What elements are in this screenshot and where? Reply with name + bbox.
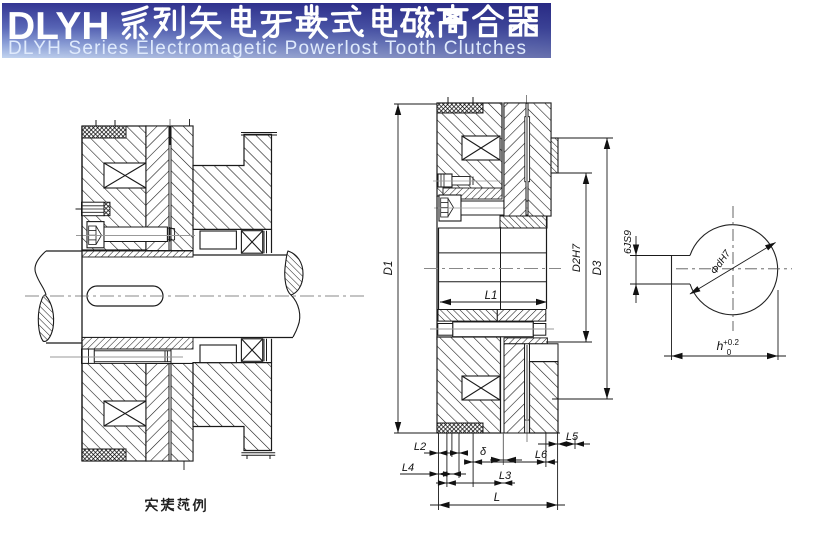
svg-text:6JS9: 6JS9: [622, 230, 634, 254]
svg-text:L5: L5: [566, 431, 579, 443]
svg-text:L2: L2: [414, 441, 426, 453]
svg-text:DLYH: DLYH: [7, 5, 110, 48]
svg-text:L3: L3: [499, 470, 512, 482]
svg-text:L4: L4: [402, 462, 414, 474]
svg-text:D2H7: D2H7: [571, 243, 583, 272]
svg-text:DLYH Series Electromagetic Pow: DLYH Series Electromagetic Powerlost Too…: [8, 38, 526, 59]
svg-text:D3: D3: [592, 260, 604, 275]
svg-text:0: 0: [727, 348, 732, 357]
svg-text:L6: L6: [535, 449, 548, 461]
svg-text:L1: L1: [485, 290, 498, 302]
svg-text:D1: D1: [383, 261, 395, 276]
svg-text:ΦdH7: ΦdH7: [709, 248, 734, 277]
svg-text:L: L: [494, 492, 500, 504]
svg-text:h: h: [717, 339, 724, 353]
svg-text:+0.2: +0.2: [723, 338, 739, 347]
svg-text:δ: δ: [480, 446, 487, 458]
